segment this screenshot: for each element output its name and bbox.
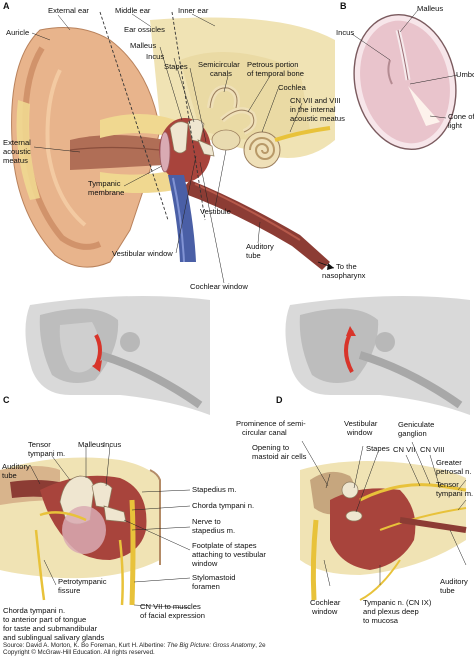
- label-vestibular-d-1: Vestibular: [344, 419, 378, 428]
- label-tensor-d-2: tympani m.: [436, 489, 474, 498]
- label-stapes-d: Stapes: [366, 444, 390, 453]
- label-auditory-c-1: Auditory: [2, 462, 30, 471]
- label-nerve-stap-2: stapedius m.: [192, 526, 236, 535]
- label-tm-2: membrane: [88, 188, 125, 197]
- label-eam-2: acoustic: [3, 147, 31, 156]
- label-footplate-3: window: [192, 559, 218, 568]
- label-cn-2: in the internal: [290, 105, 336, 114]
- label-eam-3: meatus: [3, 156, 28, 165]
- label-cone-2: light: [448, 121, 462, 130]
- panel-c-letter: C: [3, 395, 10, 405]
- cn7-c: [129, 499, 136, 606]
- label-nerve-stap-1: Nerve to: [192, 517, 221, 526]
- inset-left: [25, 296, 211, 415]
- label-cn7-d: CN VII: [393, 445, 416, 454]
- label-opening-1: Opening to: [252, 443, 290, 452]
- label-petrous-2: of temporal bone: [247, 69, 304, 78]
- label-cochlear-window: Cochlear window: [190, 282, 248, 291]
- label-umbo: Umbo: [456, 70, 474, 79]
- jugular-vein: [168, 175, 196, 262]
- label-cochlear-d-2: window: [312, 607, 338, 616]
- label-chorda-c: Chorda tympani n.: [192, 501, 255, 510]
- label-opening-2: mastoid air cells: [252, 452, 307, 461]
- auditory-tube-d: [399, 517, 467, 533]
- label-malleus-a: Malleus: [130, 41, 157, 50]
- label-petro-1: Petrotympanic: [58, 577, 107, 586]
- label-tensor-d-1: Tensor: [436, 480, 459, 489]
- label-external-ear: External ear: [48, 6, 89, 15]
- label-incus-a: Incus: [146, 52, 165, 61]
- label-auditory-d-2: tube: [440, 586, 455, 595]
- label-tm-1: Tympanic: [88, 179, 121, 188]
- label-vestibule: Vestibule: [200, 207, 231, 216]
- label-petrous-1: Petrous portion: [247, 60, 299, 69]
- label-auditory-tube-1: Auditory: [246, 242, 274, 251]
- label-stylo-1: Stylomastoid: [192, 573, 236, 582]
- label-chorda-long-2: to anterior part of tongue: [3, 615, 87, 624]
- label-vestibular-window: Vestibular window: [112, 249, 173, 258]
- label-cone-1: Cone of: [448, 112, 474, 121]
- label-tensor-c-2: tympani m.: [28, 449, 66, 458]
- panel-d-illustration: [300, 440, 467, 601]
- label-chorda-long-1: Chorda tympani n.: [3, 606, 66, 615]
- panel-c-illustration: [0, 445, 191, 609]
- panel-b-letter: B: [340, 1, 347, 11]
- label-eam-1: External: [3, 138, 31, 147]
- label-semicircular-1: Semicircular: [198, 60, 240, 69]
- panel-a-letter: A: [3, 1, 10, 11]
- label-greater-2: petrosal n.: [436, 467, 472, 476]
- label-tympanic-2: and plexus deep: [363, 607, 419, 616]
- label-cn7-c-1: CN VII to muscles: [140, 602, 201, 611]
- label-geniculate-2: ganglion: [398, 429, 427, 438]
- label-nasopharynx-2: nasopharynx: [322, 271, 366, 280]
- inset-right: [285, 296, 470, 415]
- label-cn7-c-2: of facial expression: [140, 611, 206, 620]
- label-auditory-tube-2: tube: [246, 251, 261, 260]
- label-chorda-long-4: and sublingual salivary glands: [3, 633, 105, 642]
- label-incus-c: Incus: [103, 440, 122, 449]
- label-greater-1: Greater: [436, 458, 462, 467]
- label-auditory-d-1: Auditory: [440, 577, 468, 586]
- label-auditory-c-2: tube: [2, 471, 17, 480]
- auditory-tube: [180, 180, 330, 270]
- panel-d-letter: D: [276, 395, 283, 405]
- panel-a-illustration: [0, 8, 336, 284]
- label-semicircular-2: canals: [210, 69, 232, 78]
- label-cn-3: acoustic meatus: [290, 114, 345, 123]
- source-credit: Source: David A. Morton, K. Bo Foreman, …: [3, 642, 266, 649]
- label-stapedius: Stapedius m.: [192, 485, 237, 494]
- label-cochlea: Cochlea: [278, 83, 306, 92]
- label-cochlear-d-1: Cochlear: [310, 598, 341, 607]
- label-petro-2: fissure: [58, 586, 81, 595]
- panel-b-illustration: [351, 9, 459, 151]
- label-inner-ear: Inner ear: [178, 6, 209, 15]
- label-vestibular-d-2: window: [347, 428, 373, 437]
- label-auricle: Auricle: [6, 28, 30, 37]
- copyright-credit: Copyright © McGraw-Hill Education. All r…: [3, 649, 155, 656]
- label-malleus-c: Malleus: [78, 440, 105, 449]
- label-ear-ossicles: Ear ossicles: [124, 25, 165, 34]
- label-malleus-b: Malleus: [417, 4, 444, 13]
- label-nasopharynx-1: To the: [336, 262, 357, 271]
- label-tympanic-3: to mucosa: [363, 616, 399, 625]
- label-prominence-1: Prominence of semi-: [236, 419, 306, 428]
- label-cn-1: CN VII and VIII: [290, 96, 341, 105]
- label-stapes-a: Stapes: [164, 62, 188, 71]
- label-footplate-2: attaching to vestibular: [192, 550, 266, 559]
- label-prominence-2: circular canal: [242, 428, 287, 437]
- label-geniculate-1: Geniculate: [398, 420, 435, 429]
- label-incus-b: Incus: [336, 28, 355, 37]
- label-chorda-long-3: for taste and submandibular: [3, 624, 98, 633]
- middle-ear-d: [330, 488, 416, 570]
- ear-canal: [70, 135, 165, 170]
- label-tensor-c-1: Tensor: [28, 440, 51, 449]
- label-tympanic-1: Tympanic n. (CN IX): [363, 598, 432, 607]
- label-stylo-2: foramen: [192, 582, 220, 591]
- label-cn8-d: CN VIII: [420, 445, 445, 454]
- label-footplate-1: Footplate of stapes: [192, 541, 257, 550]
- label-middle-ear: Middle ear: [115, 6, 151, 15]
